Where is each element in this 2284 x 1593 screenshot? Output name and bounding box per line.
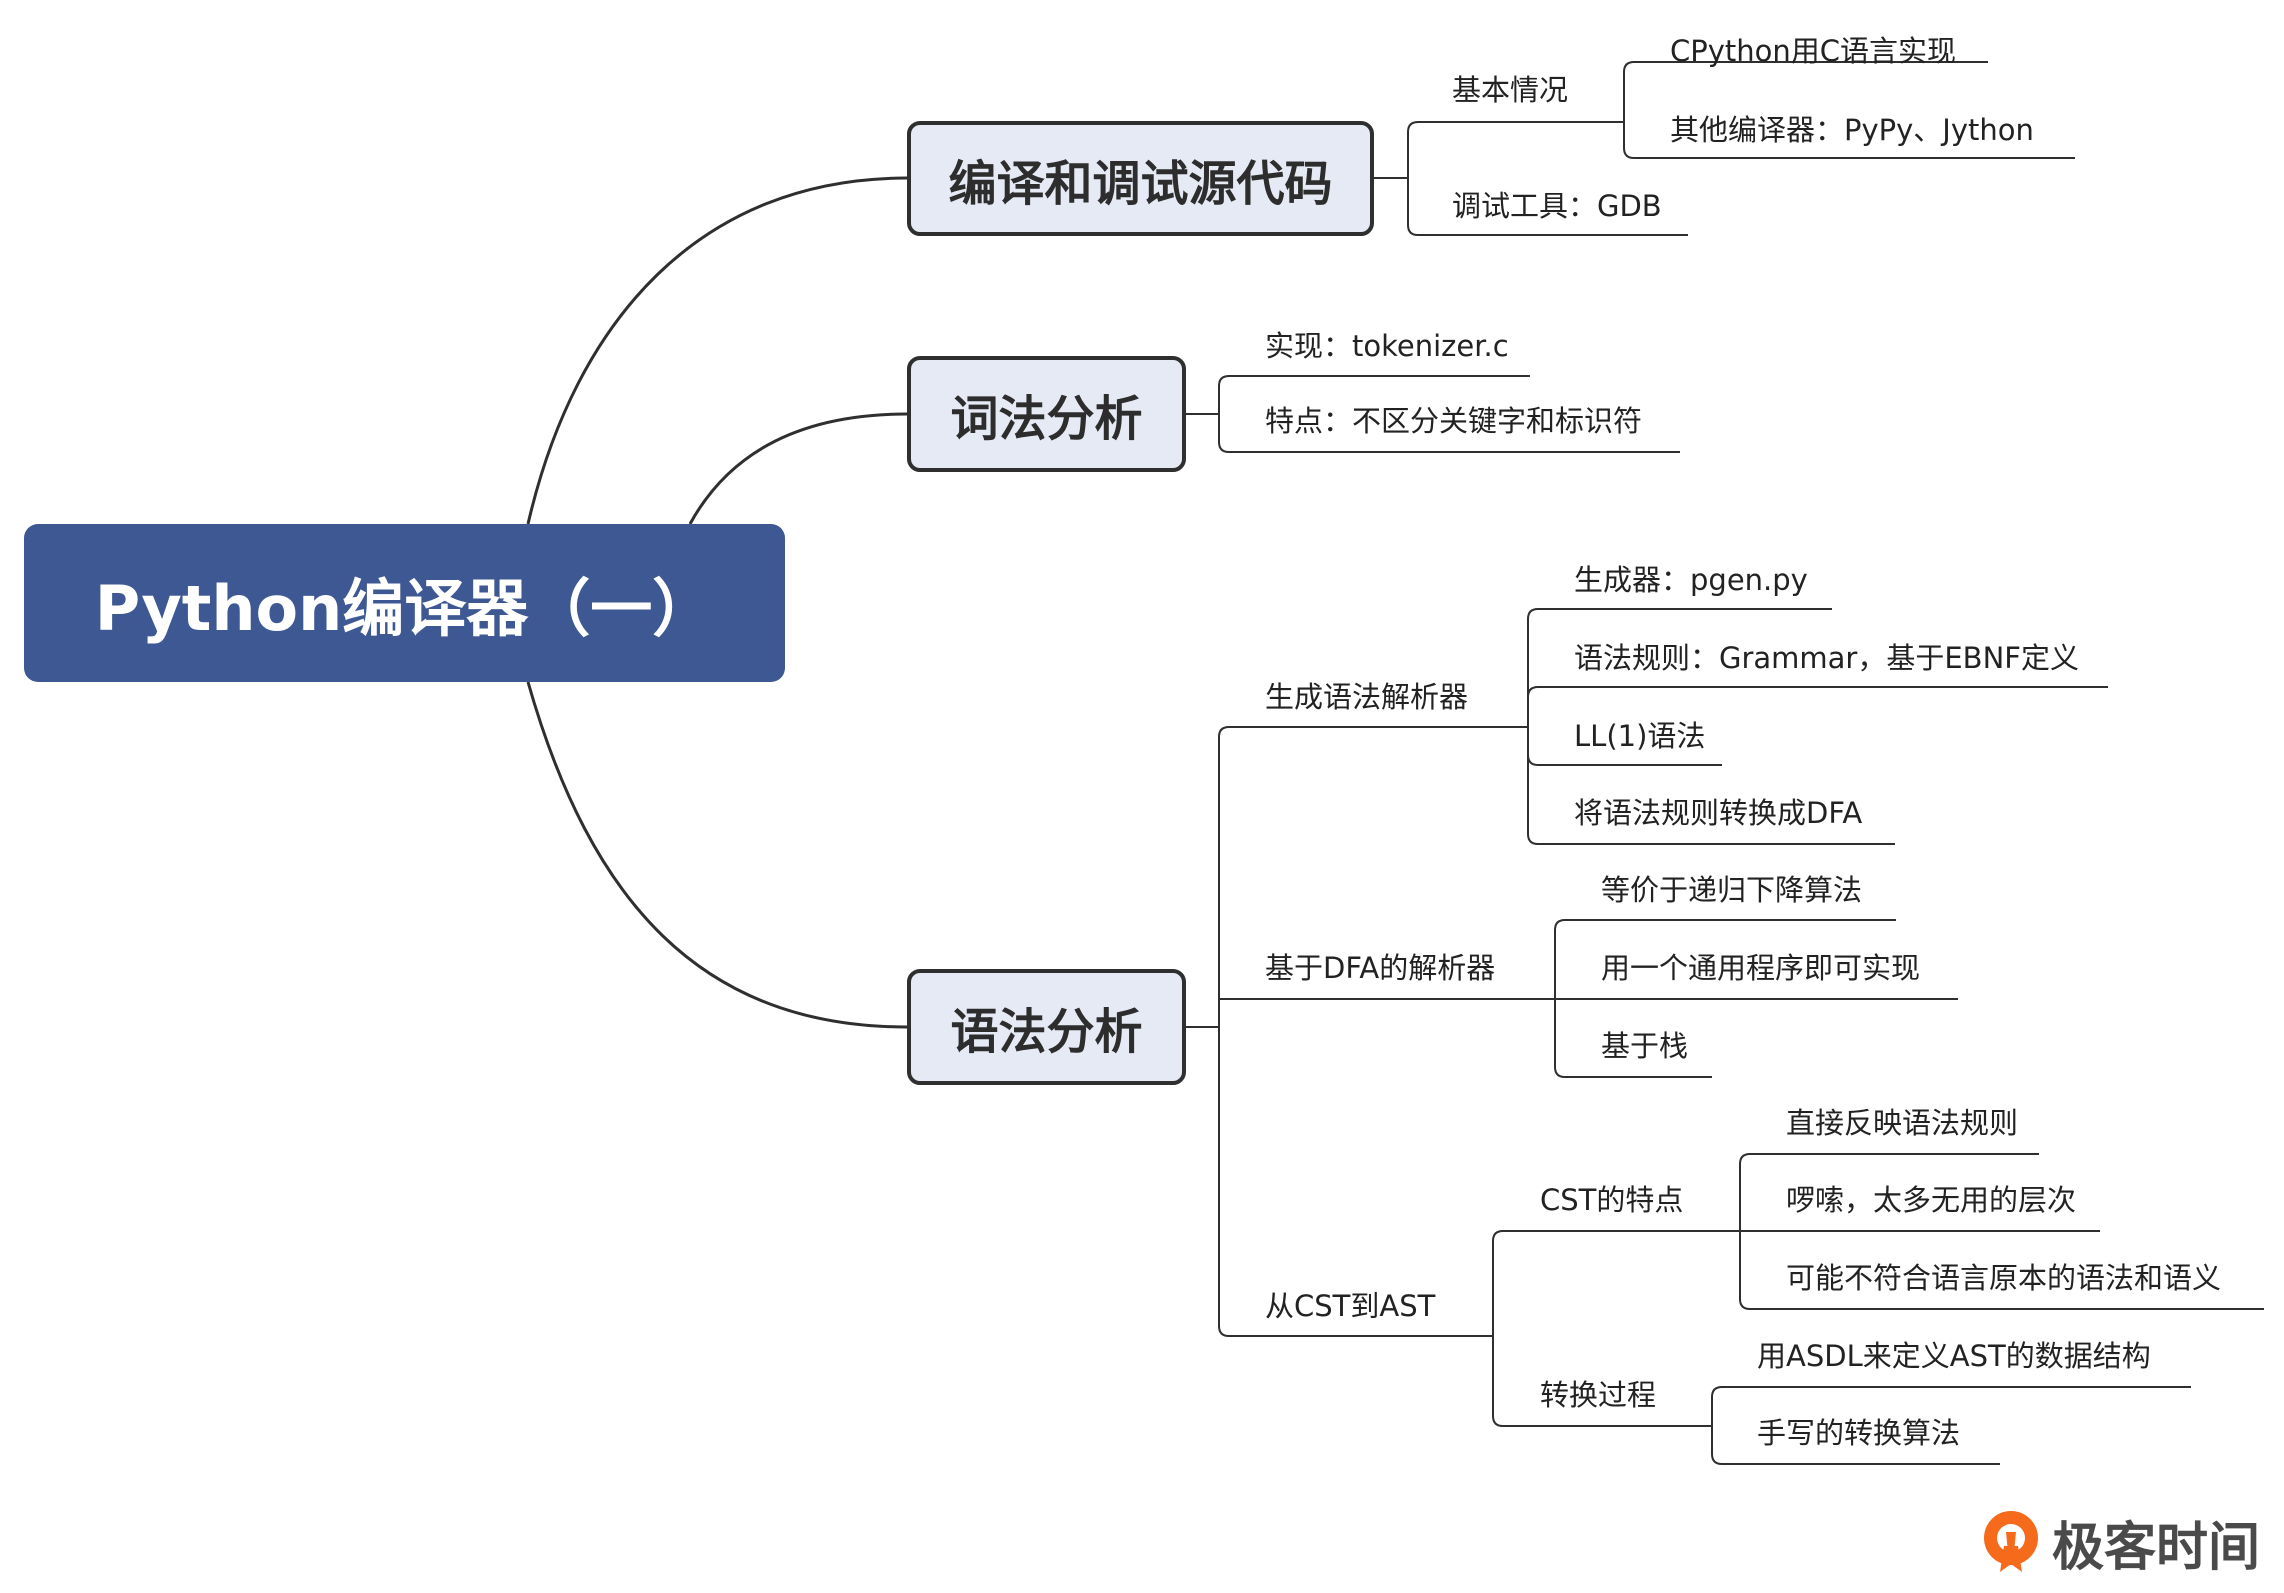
topic-syntax-analysis[interactable]: 语法分析 xyxy=(907,969,1186,1085)
node-recursive-descent[interactable]: 等价于递归下降算法 xyxy=(1601,873,1863,907)
node-lexer-feature[interactable]: 特点：不区分关键字和标识符 xyxy=(1265,404,1643,438)
topic-compile-debug[interactable]: 编译和调试源代码 xyxy=(907,121,1374,236)
root-topic[interactable]: Python编译器（一） xyxy=(24,524,785,682)
node-lexer-impl[interactable]: 实现：tokenizer.c xyxy=(1265,329,1509,363)
node-rules-to-dfa[interactable]: 将语法规则转换成DFA xyxy=(1574,796,1863,830)
node-verbose-levels[interactable]: 啰嗦，太多无用的层次 xyxy=(1786,1183,2077,1217)
topic-compile-debug-label: 编译和调试源代码 xyxy=(948,155,1333,212)
node-stack-based[interactable]: 基于栈 xyxy=(1601,1029,1689,1063)
node-cst-features[interactable]: CST的特点 xyxy=(1540,1183,1684,1217)
node-asdl[interactable]: 用ASDL来定义AST的数据结构 xyxy=(1757,1339,2151,1373)
topic-syntax-analysis-label: 语法分析 xyxy=(950,1004,1143,1060)
node-other-compilers[interactable]: 其他编译器：PyPy、Jython xyxy=(1670,113,2034,147)
node-cst-to-ast[interactable]: 从CST到AST xyxy=(1265,1289,1436,1323)
node-gen-parser[interactable]: 生成语法解析器 xyxy=(1265,680,1469,714)
node-semantics-mismatch[interactable]: 可能不符合语言原本的语法和语义 xyxy=(1786,1261,2222,1295)
topic-lexical-analysis[interactable]: 词法分析 xyxy=(907,356,1186,472)
node-cpython-impl[interactable]: CPython用C语言实现 xyxy=(1670,34,1957,68)
node-grammar-rules[interactable]: 语法规则：Grammar，基于EBNF定义 xyxy=(1574,641,2079,675)
node-ll1[interactable]: LL(1)语法 xyxy=(1574,719,1706,753)
topic-lexical-analysis-label: 词法分析 xyxy=(950,391,1143,447)
node-basic-info[interactable]: 基本情况 xyxy=(1452,73,1569,107)
node-reflect-grammar[interactable]: 直接反映语法规则 xyxy=(1786,1106,2019,1140)
geektime-logo-text: 极客时间 xyxy=(2052,1517,2261,1578)
node-handwritten-algo[interactable]: 手写的转换算法 xyxy=(1757,1416,1961,1450)
root-topic-label: Python编译器（一） xyxy=(94,572,715,645)
geektime-logo: 极客时间 xyxy=(1978,1506,2268,1578)
node-debug-tool[interactable]: 调试工具：GDB xyxy=(1452,189,1662,223)
node-dfa-parser[interactable]: 基于DFA的解析器 xyxy=(1265,951,1496,985)
node-generic-program[interactable]: 用一个通用程序即可实现 xyxy=(1601,951,1921,985)
geektime-logo-icon xyxy=(1984,1511,2038,1572)
node-pgen[interactable]: 生成器：pgen.py xyxy=(1574,563,1808,597)
node-convert-process[interactable]: 转换过程 xyxy=(1540,1378,1657,1412)
